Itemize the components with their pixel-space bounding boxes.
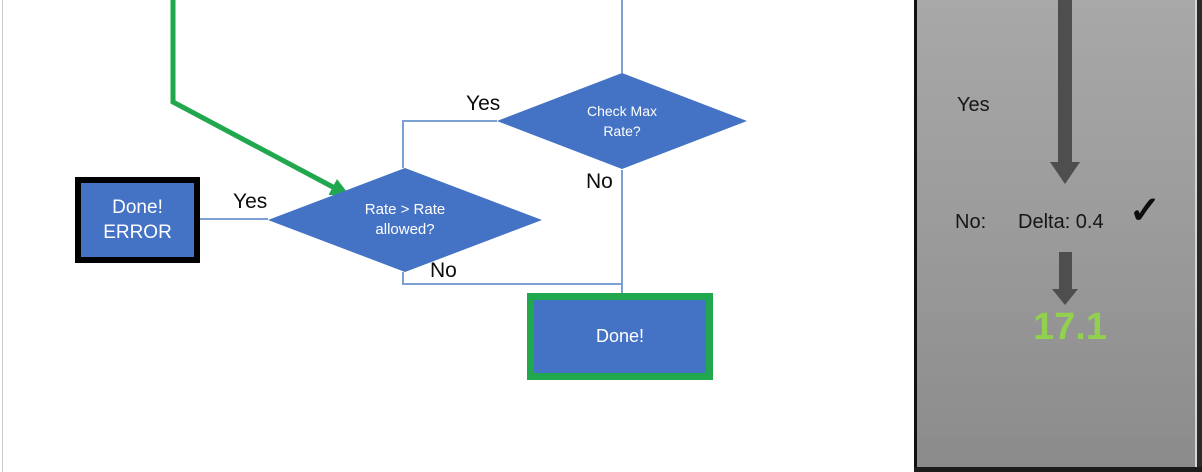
diamond-shape [497,73,747,169]
down-arrow-icon [1052,252,1078,305]
check-icon: ✓ [1129,190,1161,232]
slide-edge-line [2,0,3,472]
decision-label: Rate > Rate allowed? [268,168,542,272]
panel-light-line [1195,0,1197,472]
done-box: Done! [527,293,713,380]
panel-border-bottom [914,467,1202,472]
decision-label-line2: allowed? [375,221,435,238]
side-panel: Yes No: Delta: 0.4 ✓ 17.1 [914,0,1202,472]
panel-delta-text: Delta: 0.4 [1018,211,1104,233]
decision-label-line1: Rate > Rate [364,201,446,218]
panel-label-yes: Yes [957,94,990,116]
edge-label-yes-top: Yes [466,92,501,115]
decision-label: Check Max Rate? [497,73,747,169]
green-flow-arrow [170,0,351,197]
decision-label-line1: Check Max [586,103,658,119]
panel-result-value: 17.1 [1033,306,1107,348]
panel-border-left [914,0,917,472]
connector-no-to-done-merge [402,272,622,285]
decision-check-max-rate: Check Max Rate? [497,73,747,169]
edge-label-no-top: No [586,170,613,193]
connector-yes-to-rate-allowed [402,120,497,168]
down-arrow-icon [1050,0,1080,184]
diamond-shape [268,168,542,272]
panel-label-no: No: [955,211,987,233]
decision-rate-allowed: Rate > Rate allowed? [268,168,542,272]
edge-label-yes-left: Yes [233,190,268,213]
panel-border-right [1197,0,1202,472]
done-error-box: Done! ERROR [75,177,200,263]
done-error-line2: ERROR [103,222,172,243]
decision-label-line2: Rate? [603,123,641,139]
edge-label-no-bottom: No [430,259,457,282]
done-box-label: Done! [595,326,645,346]
done-error-line1: Done! [112,197,163,218]
